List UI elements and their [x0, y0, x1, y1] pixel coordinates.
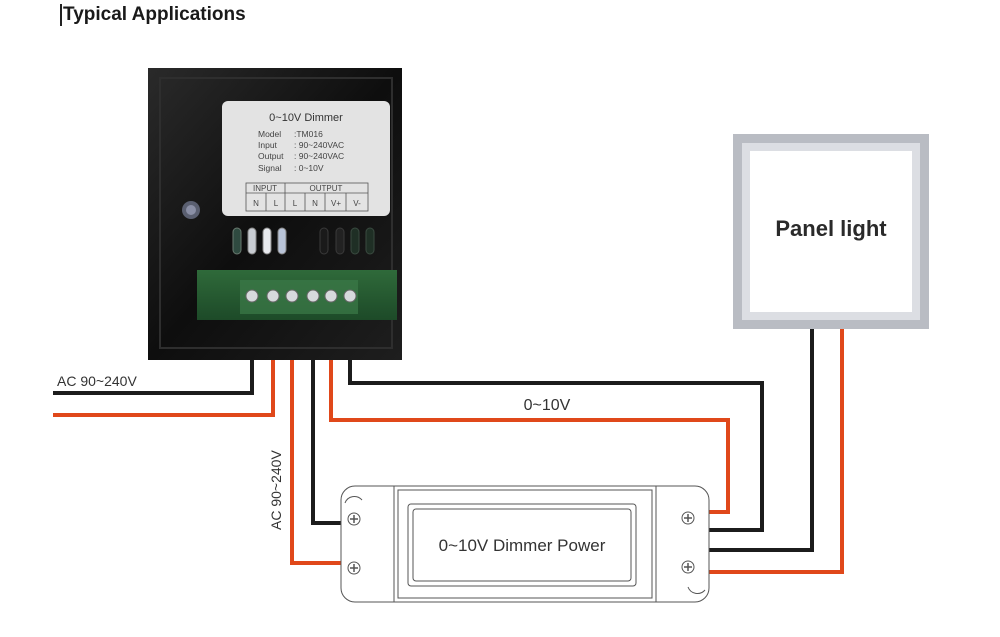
spec-key: Output	[258, 151, 284, 161]
screw-terminal-icon	[347, 512, 361, 526]
terminal-screw-icon	[285, 289, 299, 303]
terminal-label: N	[253, 199, 259, 208]
spec-key: Input	[258, 140, 278, 150]
terminal-label: L	[293, 199, 298, 208]
wire-out-neutral	[311, 298, 345, 525]
dimmer-label-title: 0~10V Dimmer	[269, 112, 343, 124]
panel-light: Panel light	[733, 134, 929, 329]
spec-value: :TM016	[294, 129, 323, 139]
screw-terminal-icon	[681, 560, 695, 574]
screw-terminal-icon	[681, 511, 695, 525]
spec-key: Model	[258, 129, 281, 139]
terminal-screw-icon	[245, 289, 259, 303]
spec-value: : 90~240VAC	[294, 151, 344, 161]
terminal-group-label: INPUT	[253, 184, 277, 193]
page-title: Typical Applications	[60, 4, 246, 26]
terminal-label: L	[274, 199, 279, 208]
wire-panel-neutral	[706, 328, 814, 552]
ac-output-label: AC 90~240V	[268, 450, 284, 530]
ac-input-label: AC 90~240V	[57, 373, 137, 389]
signal-label: 0~10V	[524, 397, 571, 414]
terminal-label: N	[312, 199, 318, 208]
terminal-label: V+	[331, 199, 341, 208]
spec-key: Signal	[258, 163, 282, 173]
wire-out-live	[290, 298, 345, 565]
wire-panel-live	[706, 328, 844, 574]
panel-light-label: Panel light	[775, 216, 887, 241]
terminal-screw-icon	[266, 289, 280, 303]
spec-value: : 90~240VAC	[294, 140, 344, 150]
dimmer-device: 0~10V Dimmer Model :TM016 Input : 90~240…	[148, 68, 402, 360]
vent-slots	[232, 227, 375, 255]
dimmer-label-plate	[222, 101, 390, 216]
screw-terminal-icon	[347, 561, 361, 575]
power-supply-label: 0~10V Dimmer Power	[439, 536, 606, 555]
terminal-group-label: OUTPUT	[310, 184, 343, 193]
terminal-screw-icon	[306, 289, 320, 303]
terminal-screw-icon	[343, 289, 357, 303]
terminal-screw-icon	[324, 289, 338, 303]
wire-signal-plus	[329, 298, 730, 514]
spec-value: : 0~10V	[294, 163, 324, 173]
terminal-label: V-	[353, 199, 361, 208]
dimmer-power-supply: 0~10V Dimmer Power	[340, 485, 710, 603]
